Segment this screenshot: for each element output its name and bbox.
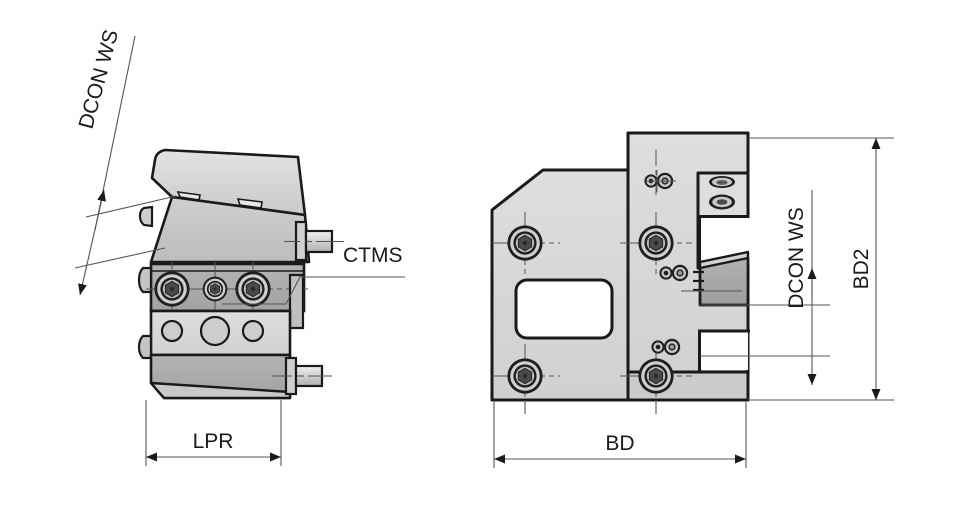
dimension-label-bd2: BD2 — [850, 249, 873, 290]
right-view-lower-step — [698, 330, 748, 370]
dimension-label-lpr: LPR — [193, 430, 234, 453]
plain-hole-1 — [160, 319, 184, 343]
dimension-bd: BD — [493, 400, 747, 468]
right-view-window-cutout — [514, 278, 614, 340]
dimension-line — [78, 189, 106, 296]
hex-bolt-bottom-left — [506, 357, 544, 395]
wedge-slot-right-icon — [236, 198, 263, 209]
clamp-bolt-2 — [202, 276, 228, 302]
hex-bolt-top-left — [506, 224, 544, 262]
notch-hole-upper — [709, 176, 735, 188]
clamp-bolt-3 — [234, 270, 272, 308]
hex-bolt-bottom-right — [637, 357, 675, 395]
dimension-dcon-ws-right: DCON WS — [700, 190, 830, 385]
dimension-bd2: BD2 — [748, 137, 894, 401]
left-view-lower-taper — [149, 381, 292, 400]
plain-hole-2 — [199, 315, 231, 347]
left-rail-tab-upper — [138, 205, 154, 228]
right-view-mid-step-cover — [700, 218, 750, 264]
protruding-block-top-face — [698, 250, 750, 270]
dimension-label-dcon-ws-right: DCON WS — [785, 207, 808, 309]
ctms-leader-line — [222, 276, 405, 305]
hex-bolt-top-right — [637, 224, 675, 262]
left-rail-tab-mid — [137, 266, 153, 294]
right-view: DCON WS BD2 BD — [490, 131, 894, 468]
plain-hole-3 — [241, 319, 265, 343]
left-rail-tab-lower — [137, 334, 153, 360]
lower-shank-assembly — [272, 356, 332, 396]
upper-shank-assembly — [284, 220, 344, 262]
clamp-bolt-1 — [153, 270, 191, 308]
notch-hole-lower — [709, 194, 735, 210]
callout-ctms: CTMS — [222, 244, 405, 305]
dimension-label-bd: BD — [605, 432, 634, 455]
small-bolt-pair-upper — [644, 170, 676, 192]
dimension-lpr: LPR — [145, 400, 282, 466]
callout-label-ctms: CTMS — [343, 244, 403, 267]
wedge-slot-left-icon — [176, 191, 201, 201]
left-view-mid-wedge — [149, 195, 311, 264]
